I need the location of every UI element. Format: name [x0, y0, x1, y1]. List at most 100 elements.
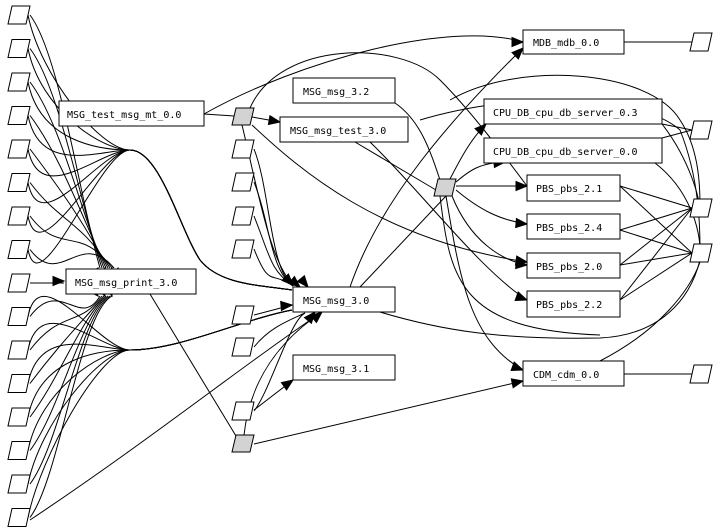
- edge-line: [661, 129, 693, 139]
- port-parallelogram: [231, 172, 255, 192]
- edge-line: [29, 295, 107, 418]
- node-label: CPU_DB_cpu_db_server_0.0: [493, 147, 638, 158]
- port-parallelogram: [7, 106, 31, 125]
- arrowhead: [515, 217, 529, 229]
- node-label: MSG_msg_3.1: [303, 364, 369, 375]
- node-label: MSG_msg_3.2: [303, 87, 369, 98]
- edge-line: [379, 259, 701, 339]
- port-parallelogram: [7, 39, 31, 58]
- node-label: PBS_pbs_2.4: [536, 223, 602, 234]
- port-parallelogram: [7, 508, 31, 527]
- port-parallelogram: [7, 206, 31, 226]
- edge-line: [253, 181, 294, 287]
- edge-line: [149, 293, 237, 437]
- edge-line: [29, 295, 109, 451]
- edge-line: [439, 195, 601, 336]
- edge-line: [369, 141, 528, 301]
- port-parallelogram: [7, 240, 31, 259]
- port-parallelogram: [689, 120, 713, 140]
- port-parallelogram: [231, 401, 255, 421]
- node-label: CDM_cdm_0.0: [533, 370, 599, 381]
- edge-line: [619, 207, 693, 301]
- node-label: PBS_pbs_2.0: [536, 262, 602, 273]
- edge-line: [27, 309, 293, 451]
- edge-line: [29, 295, 113, 518]
- node-pbs-2-4[interactable]: PBS_pbs_2.4: [526, 213, 621, 240]
- node-mdb[interactable]: MDB_mdb_0.0: [522, 29, 625, 55]
- port-parallelogram: [7, 139, 31, 159]
- arrowhead: [296, 274, 309, 289]
- port-parallelogram: [231, 305, 255, 325]
- node-msg-3-1[interactable]: MSG_msg_3.1: [292, 354, 396, 381]
- edge-line: [619, 252, 693, 301]
- edge-line: [29, 295, 103, 351]
- port-parallelogram: [231, 337, 255, 357]
- port-parallelogram: [689, 32, 713, 52]
- node-cdm[interactable]: CDM_cdm_0.0: [522, 360, 625, 387]
- arrowhead: [280, 379, 295, 391]
- port-parallelogram: [7, 374, 31, 393]
- edge-line: [394, 102, 441, 181]
- edge-line: [619, 207, 693, 231]
- port-parallelogram: [689, 243, 713, 263]
- edge-line: [349, 47, 524, 288]
- arrowhead: [510, 378, 525, 389]
- edge-line: [251, 124, 528, 263]
- arrowhead: [510, 361, 525, 371]
- edge-line: [29, 295, 111, 485]
- node-label: MSG_test_msg_mt_0.0: [67, 110, 181, 121]
- edge-line: [354, 141, 437, 191]
- arrowhead: [52, 275, 66, 287]
- edge-line: [29, 295, 101, 317]
- edge-line: [445, 195, 524, 371]
- edge-line: [253, 380, 524, 445]
- node-cpu-db-server-0-0[interactable]: CPU_DB_cpu_db_server_0.0: [483, 137, 663, 164]
- port-parallelogram: [231, 139, 255, 159]
- edge-line: [253, 312, 306, 348]
- arrowhead: [309, 311, 324, 324]
- port-parallelogram: [231, 206, 255, 226]
- node-msg-test-msg-mt[interactable]: MSG_test_msg_mt_0.0: [58, 100, 205, 127]
- node-pbs-2-1[interactable]: PBS_pbs_2.1: [526, 174, 621, 202]
- node-label: MSG_msg_3.0: [303, 296, 369, 307]
- edge-line: [203, 113, 235, 117]
- node-label: PBS_pbs_2.1: [536, 184, 602, 195]
- node-pbs-2-0[interactable]: PBS_pbs_2.0: [526, 252, 621, 279]
- arrowhead: [474, 123, 487, 136]
- node-label: MSG_msg_print_3.0: [75, 278, 177, 289]
- node-msg-print[interactable]: MSG_msg_print_3.0: [65, 268, 197, 295]
- port-parallelogram: [7, 273, 31, 293]
- arrowhead: [280, 300, 294, 312]
- port-parallelogram: [7, 5, 31, 25]
- edge-line: [619, 207, 693, 266]
- node-cpu-db-server-0-3[interactable]: CPU_DB_cpu_db_server_0.3: [483, 98, 663, 125]
- port-parallelogram: [7, 72, 31, 92]
- node-msg-test[interactable]: MSG_msg_test_3.0: [279, 116, 409, 143]
- port-parallelogram: [689, 364, 713, 384]
- arrowhead: [511, 36, 525, 48]
- node-msg-3-0[interactable]: MSG_msg_3.0: [292, 286, 396, 313]
- edge-line: [29, 182, 111, 269]
- edge-line: [29, 249, 115, 269]
- arrowhead: [514, 291, 529, 301]
- port-parallelogram: [7, 474, 31, 494]
- port-parallelogram: [7, 340, 31, 360]
- connectors: [231, 107, 457, 453]
- node-pbs-2-2[interactable]: PBS_pbs_2.2: [526, 290, 621, 318]
- edge-line: [29, 311, 323, 521]
- edge-line: [359, 195, 447, 288]
- edge-line: [253, 312, 306, 412]
- edge-line: [27, 149, 293, 291]
- edge-line: [29, 215, 113, 269]
- node-msg-3-2[interactable]: MSG_msg_3.2: [292, 77, 396, 104]
- arrowheads: [52, 36, 529, 391]
- node-label: MSG_msg_test_3.0: [290, 126, 386, 137]
- arrowhead: [267, 114, 282, 126]
- node-label: CPU_DB_cpu_db_server_0.3: [493, 108, 638, 119]
- arrowhead: [515, 180, 529, 192]
- port-parallelogram: [231, 239, 255, 259]
- edge-line: [619, 185, 693, 209]
- port-parallelogram: [7, 307, 31, 326]
- ports: [7, 5, 713, 527]
